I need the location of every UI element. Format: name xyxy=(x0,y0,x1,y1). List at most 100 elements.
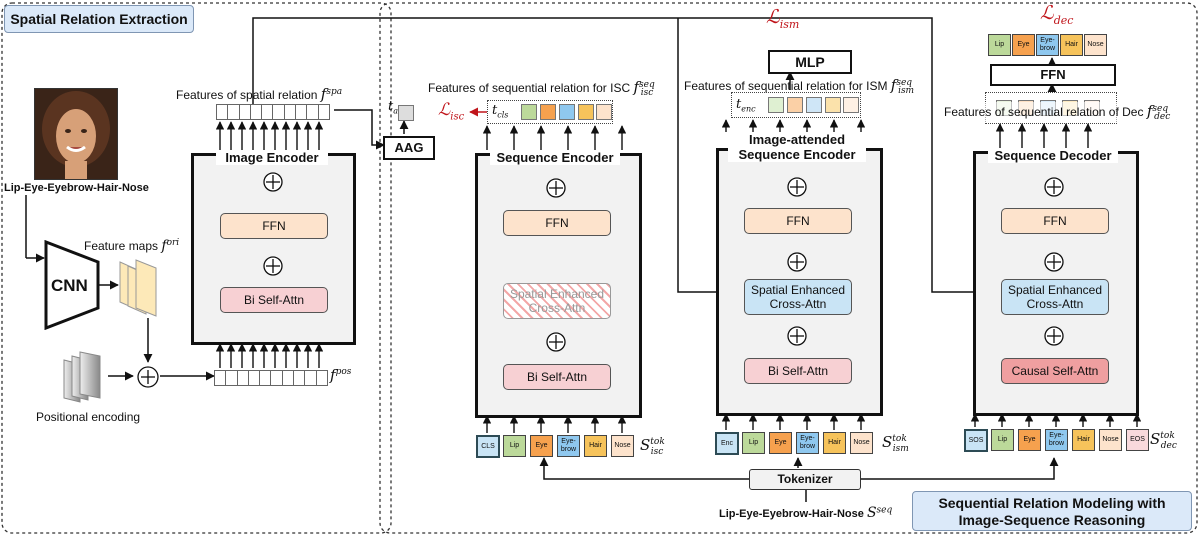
ism-features-text: Features of sequential relation for ISM xyxy=(684,79,888,93)
isc-token-cls: CLS xyxy=(476,435,500,458)
add-icon-dec-low xyxy=(1044,326,1064,346)
isc-token-nose: Nose xyxy=(611,435,634,457)
image-encoder-ffn: FFN xyxy=(220,213,328,239)
feature-maps-symbol: f xyxy=(161,238,167,254)
fspa-sup: spa xyxy=(326,87,343,97)
input-sequence-text: Lip-Eye-Eyebrow-Hair-Nose xyxy=(719,508,864,520)
isc-feat-nose xyxy=(596,104,612,120)
dec-features-text-c: of Dec xyxy=(1108,105,1144,119)
isc-features-text: Features of sequential relation for ISC xyxy=(428,81,631,95)
sequence-encoder-title: Sequence Encoder xyxy=(490,150,620,165)
isc-feat-hair xyxy=(578,104,594,120)
ism-token-enc: Enc xyxy=(715,432,739,455)
add-icon-dec-top xyxy=(1044,177,1064,197)
ism-title-line2: Sequence Encoder xyxy=(738,147,856,162)
dec-out-token-hair: Hair xyxy=(1060,34,1083,56)
ism-s-sub: ism xyxy=(892,444,909,454)
isc-token-eye: Eye xyxy=(530,435,553,457)
add-icon-ism-mid xyxy=(787,252,807,272)
isc-token-eyebrow: Eye-brow xyxy=(557,435,580,457)
isc-cross-line1: Spatial Enhanced xyxy=(509,287,605,301)
loss-isc-sub: isc xyxy=(450,111,465,123)
dec-f-symbol: f xyxy=(1146,102,1153,120)
mlp-block: MLP xyxy=(768,50,852,74)
feature-maps-icon xyxy=(119,259,157,317)
cnn-label: CNN xyxy=(51,276,88,295)
loss-ism-symbol: ℒ xyxy=(766,6,780,28)
fspa-strip xyxy=(216,104,330,120)
panel-title-line2: Image-Sequence Reasoning xyxy=(958,512,1146,528)
aag-block: AAG xyxy=(383,136,435,160)
isc-f-sub: isc xyxy=(640,88,654,99)
positional-encoding-label: Positional encoding xyxy=(36,410,141,424)
ism-feat-hair xyxy=(825,97,841,113)
dec-features-text-b: sequential relation xyxy=(1008,105,1106,119)
fpos-symbol: f xyxy=(330,366,336,384)
image-encoder-title: Image Encoder xyxy=(216,150,328,165)
sseq-symbol: S xyxy=(866,505,877,521)
dec-features-label: Features of sequential relation of Dec f… xyxy=(944,102,1171,123)
loss-dec-sub: dec xyxy=(1053,13,1074,27)
isc-s-symbol: S xyxy=(640,436,651,454)
feature-maps-sup: ori xyxy=(166,238,180,248)
add-icon-positional xyxy=(137,366,159,388)
isc-s-label: Stokisc xyxy=(640,436,665,457)
loss-dec: ℒdec xyxy=(1040,2,1073,27)
isc-cross-line2: Cross-Attn xyxy=(528,301,586,315)
add-icon-dec-mid xyxy=(1044,252,1064,272)
dec-s-sup: tok xyxy=(1160,431,1175,441)
ism-token-hair: Hair xyxy=(823,432,846,454)
dec-s-label: Stokdec xyxy=(1150,430,1177,451)
tenc-symbol: t xyxy=(736,97,742,112)
face-caption: Lip-Eye-Eyebrow-Hair-Nose xyxy=(4,182,149,194)
panel-title-line1: Sequential Relation Modeling with xyxy=(938,495,1166,511)
features-spatial-text: Features of spatial relation xyxy=(176,88,318,102)
isc-feat-eye xyxy=(540,104,556,120)
ism-token-lip: Lip xyxy=(742,432,765,454)
fpos-strip xyxy=(214,370,328,386)
loss-ism: ℒism xyxy=(766,6,799,31)
dec-cross-line2: Cross-Attn xyxy=(1026,297,1084,311)
dec-cross-line1: Spatial Enhanced xyxy=(1007,283,1103,297)
ism-feat-brow xyxy=(806,97,822,113)
isc-token-hair: Hair xyxy=(584,435,607,457)
ism-feature-seq xyxy=(731,92,861,118)
image-encoder-self-attn: Bi Self-Attn xyxy=(220,287,328,313)
ism-f-sup: seq xyxy=(896,78,913,88)
dec-s-symbol: S xyxy=(1150,430,1161,448)
dec-token-hair: Hair xyxy=(1072,429,1095,451)
ism-bi-self-attn: Bi Self-Attn xyxy=(744,358,852,384)
loss-ism-sub: ism xyxy=(779,17,800,31)
fpos-label: fpos xyxy=(330,366,351,384)
ism-feat-nose xyxy=(843,97,859,113)
add-icon-isc-top xyxy=(546,178,566,198)
isc-feature-seq xyxy=(487,100,613,124)
dec-token-nose: Nose xyxy=(1099,429,1122,451)
left-panel-border xyxy=(1,2,392,534)
tcls-symbol: t xyxy=(492,103,498,118)
dec-token-eyebrow: Eye-brow xyxy=(1045,429,1068,451)
image-attended-encoder-title: Image-attended Sequence Encoder xyxy=(728,132,866,162)
ism-s-sup: tok xyxy=(892,434,907,444)
dec-out-token-lip: Lip xyxy=(988,34,1011,56)
dec-f-sub: dec xyxy=(1154,112,1171,123)
feature-maps-text: Feature maps xyxy=(84,239,159,253)
features-spatial-label: Features of spatial relation fspa xyxy=(176,85,342,103)
ism-s-label: Stokism xyxy=(882,433,909,454)
tenc-label: tenc xyxy=(736,96,756,114)
dec-token-sos: SOS xyxy=(964,429,988,452)
ism-feat-lip xyxy=(768,97,784,113)
tcls-sub: cls xyxy=(497,110,509,120)
ism-ffn: FFN xyxy=(744,208,852,234)
dec-ffn: FFN xyxy=(1001,208,1109,234)
input-sequence-label: Lip-Eye-Eyebrow-Hair-Nose Sseq xyxy=(719,505,892,521)
add-icon-ism-top xyxy=(787,177,807,197)
isc-s-sup: tok xyxy=(650,437,665,447)
add-icon-image-encoder-mid xyxy=(263,256,283,276)
add-icon-image-encoder-top xyxy=(263,172,283,192)
sequence-decoder-title: Sequence Decoder xyxy=(988,148,1118,163)
